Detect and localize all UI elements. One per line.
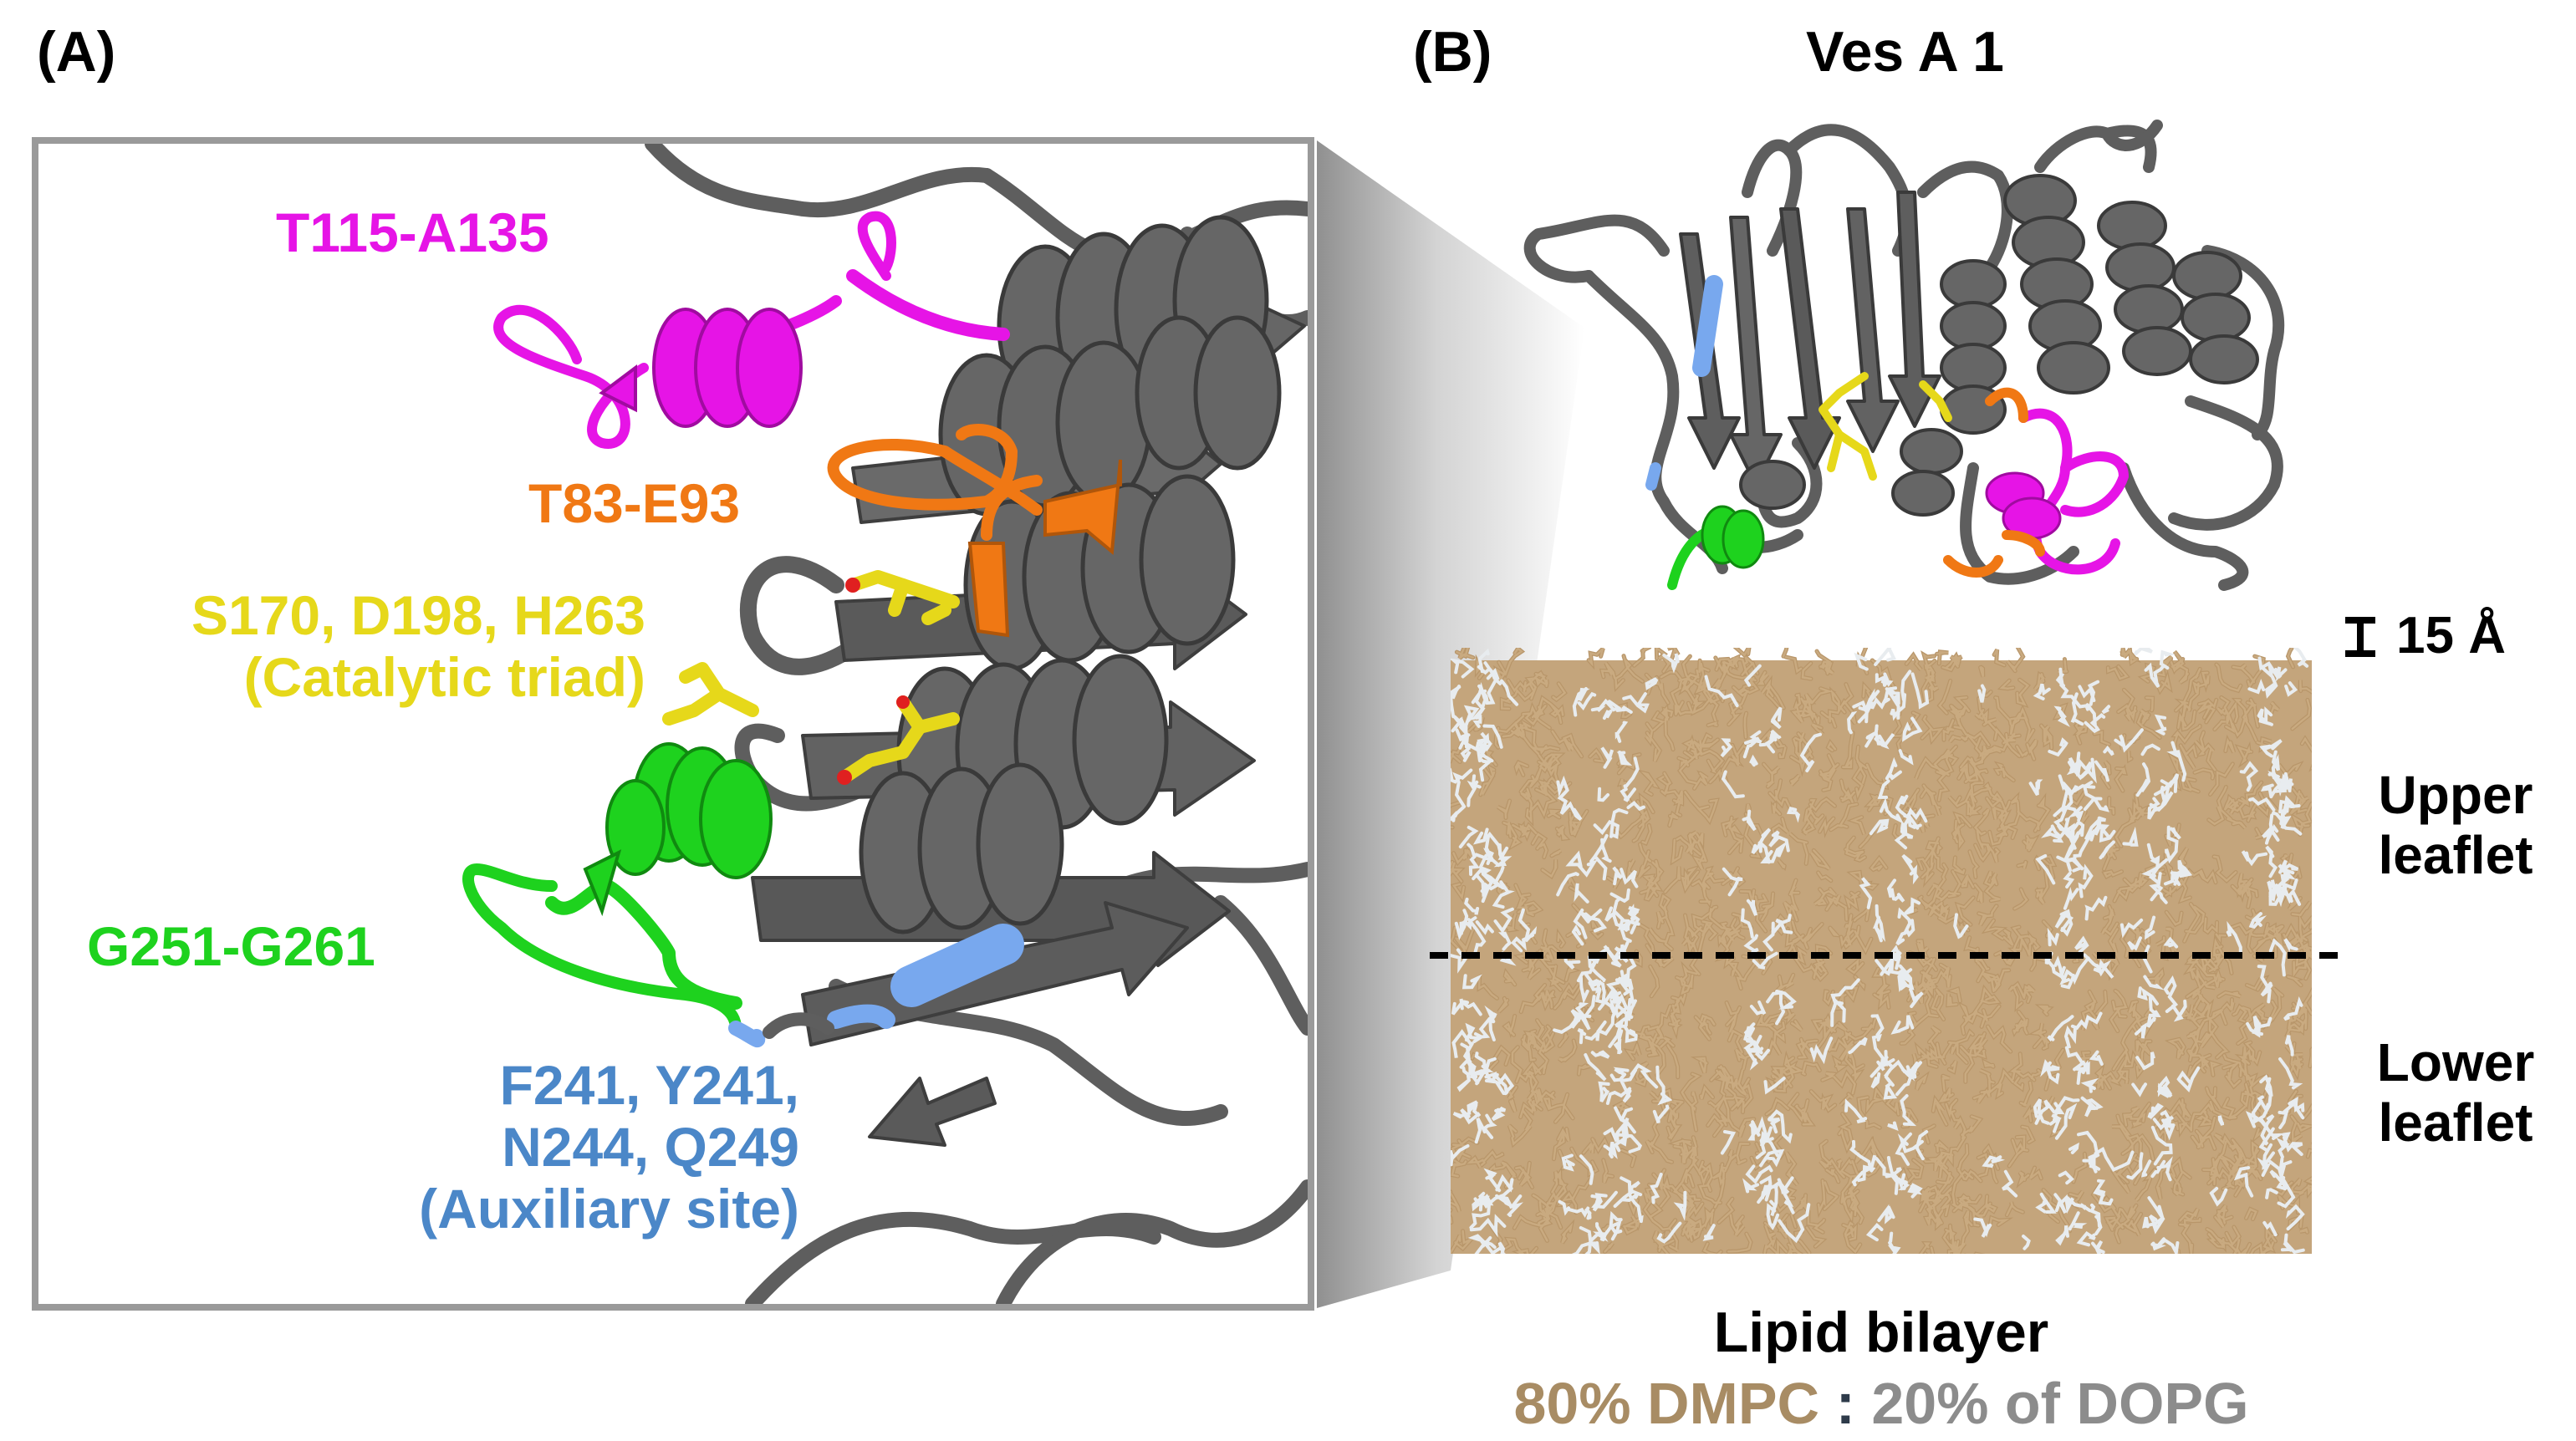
auxiliary-site-caption: (Auxiliary site) [419, 1177, 799, 1240]
catalytic-triad-caption: (Catalytic triad) [243, 645, 645, 708]
upper-leaflet-line2: leaflet [2378, 824, 2533, 885]
composition-dopg: 20% of DOPG [1871, 1371, 2249, 1436]
panel-a-frame [32, 137, 1314, 1311]
label-t83-e93: T83-E93 [528, 472, 741, 534]
panel-a-letter: (A) [37, 20, 116, 84]
auxiliary-residues-line1: F241, Y241, [499, 1054, 799, 1116]
lower-leaflet-label: Lower leaflet [2343, 1032, 2568, 1153]
label-g251-g261: G251-G261 [87, 915, 375, 977]
distance-marker-icon [2345, 617, 2375, 657]
lipid-strands-dopg [1451, 648, 2309, 1254]
panel-b-protein [1523, 120, 2285, 591]
bilayer-composition: 80% DMPC : 20% of DOPG [1426, 1371, 2337, 1436]
panel-a-protein [462, 144, 1308, 1304]
composition-dmpc: 80% DMPC [1513, 1371, 1820, 1436]
upper-leaflet-line1: Upper [2378, 765, 2533, 825]
composition-separator: : [1835, 1371, 1855, 1436]
distance-label: 15 Å [2396, 607, 2506, 664]
catalytic-triad-residues: S170, D198, H263 [191, 584, 645, 646]
auxiliary-residues-line2: N244, Q249 [502, 1115, 799, 1178]
label-catalytic-triad: S170, D198, H263 (Catalytic triad) [64, 584, 645, 709]
lower-leaflet-line1: Lower [2376, 1032, 2535, 1092]
lower-leaflet-line2: leaflet [2378, 1092, 2533, 1153]
upper-leaflet-label: Upper leaflet [2343, 765, 2568, 885]
bilayer-title: Lipid bilayer [1713, 1301, 2049, 1364]
label-auxiliary-site: F241, Y241, N244, Q249 (Auxiliary site) [323, 1054, 799, 1240]
label-t115-a135: T115-A135 [276, 201, 549, 263]
panel-b-letter: (B) [1413, 20, 1492, 84]
protein-title: Ves A 1 [1806, 20, 2004, 84]
